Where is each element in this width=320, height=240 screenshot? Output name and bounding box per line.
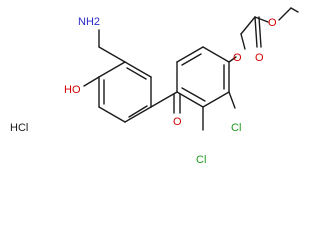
right-benzene-ring — [176, 46, 230, 108]
left-benzene-ring — [98, 61, 152, 123]
chlorine-3-label: Cl — [196, 154, 206, 166]
hydroxyl-label: HO — [64, 84, 81, 96]
ketone-group — [150, 91, 204, 114]
chlorine-2-bond — [228, 91, 236, 109]
molecule-structure: NH2 HO O Cl Cl O O O HCl — [10, 7, 299, 166]
molecule-canvas: NH2 HO O Cl Cl O O O HCl — [10, 7, 299, 166]
amine-label: NH2 — [78, 16, 100, 28]
ester-side-chain — [228, 7, 299, 63]
hydroxyl-bond — [83, 76, 100, 87]
ester-carbonyl-oxygen-label: O — [255, 52, 264, 64]
ether-oxygen-label: O — [233, 52, 242, 64]
chlorine-2-label: Cl — [231, 122, 241, 134]
salt-label: HCl — [10, 122, 28, 134]
ketone-oxygen-label: O — [173, 116, 182, 128]
ester-oxygen-label: O — [268, 17, 277, 29]
aminomethyl-group — [98, 29, 126, 63]
